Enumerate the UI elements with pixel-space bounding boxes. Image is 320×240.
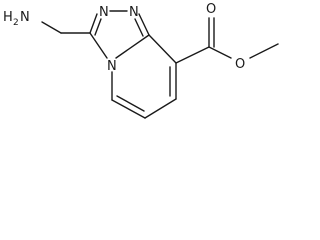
bond-c6-c5 [111,99,146,119]
bond-c8a-c8 [148,34,177,64]
bond-n1-c8a-double [134,18,144,37]
atom-n1: N [129,5,139,20]
molecule-svg: H 2 N N N N O O [3,2,279,119]
bond-n4-c8a [115,34,150,59]
structure-diagram: H 2 N N N N O O [3,2,279,119]
bond-nh2-ch2 [41,21,62,34]
atom-amine-h: H [3,10,13,25]
bond-c8-ccarbonyl [175,46,210,64]
bond-c3-n2 [89,13,98,34]
atom-carbonyl-o: O [206,2,216,17]
bond-n1-c8a [138,13,150,36]
bond-c3-n4 [89,32,108,59]
bond-c6-c5-double [116,95,145,112]
bond-c3-n2-double [94,18,102,36]
atom-amine-subscript: 2 [13,18,19,28]
atom-n4-bridge: N [107,59,117,74]
bond-oester-ch3 [249,43,279,59]
bond-ccarbonyl-oester [208,46,232,59]
atom-amine-n: N [20,10,30,25]
bond-c7-c6 [144,98,177,119]
atom-ester-o: O [235,57,245,72]
atom-n2: N [99,5,109,20]
